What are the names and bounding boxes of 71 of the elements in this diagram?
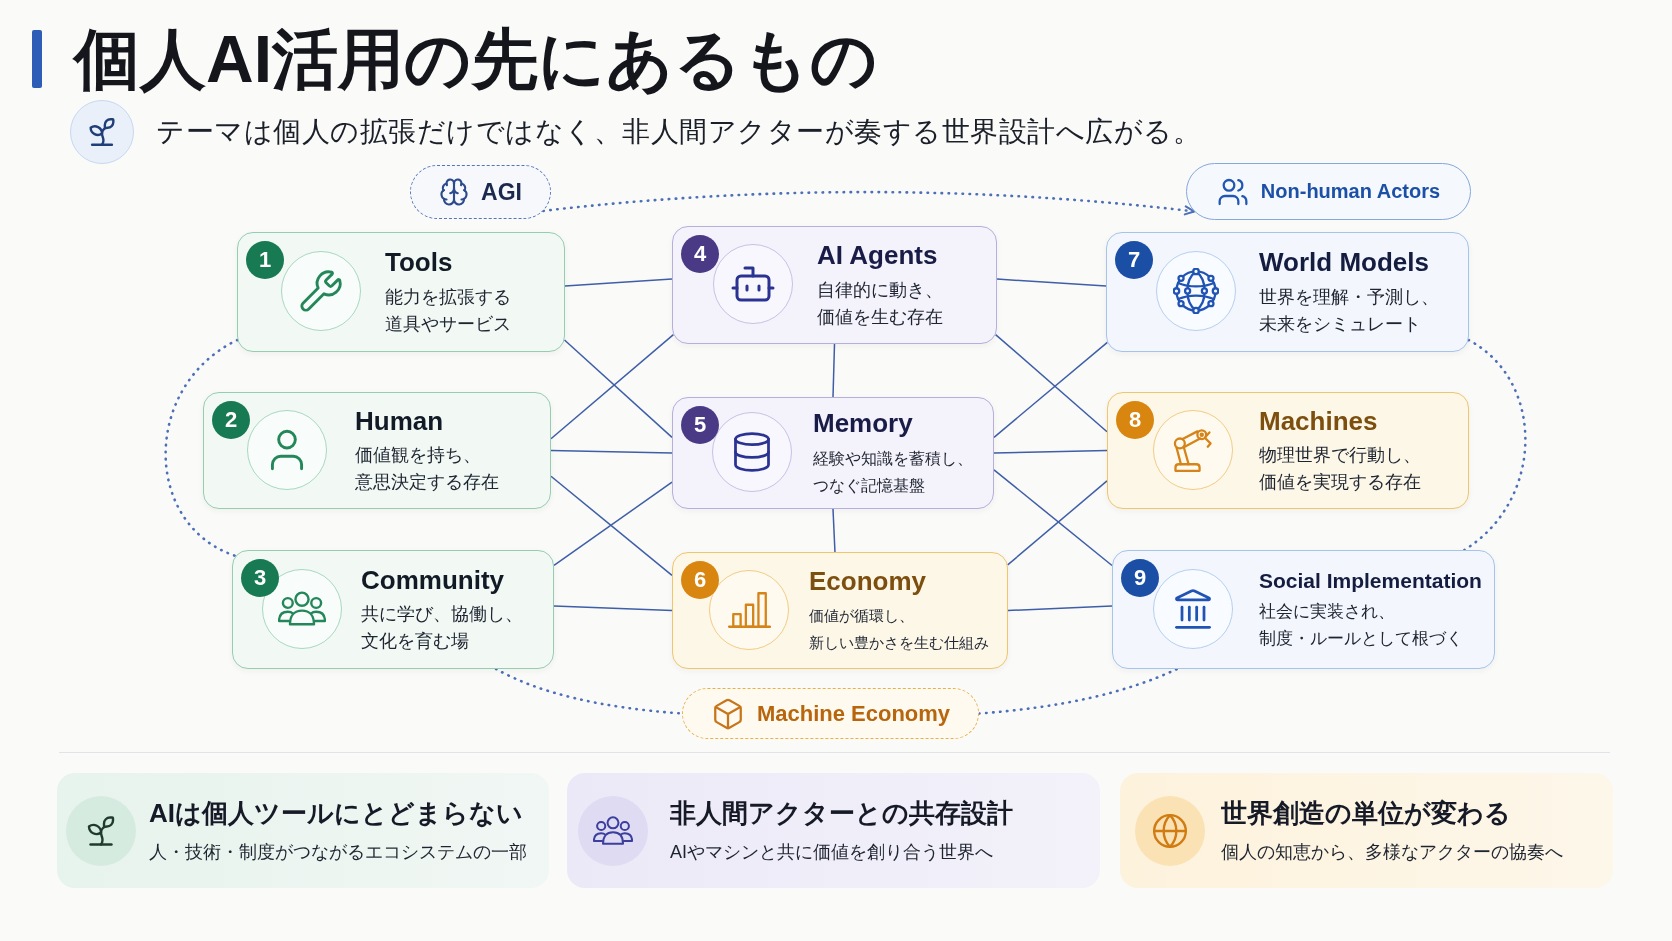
concept-tag [1186,163,1471,220]
connector-line [563,339,673,439]
card-description: 能力を拡張する道具やサービス [385,285,512,336]
card-description: AIやマシンと共に価値を創り合う世界へ [670,840,993,864]
concept-tag [682,688,979,739]
step-number: 1 [246,241,284,279]
subtitle: テーマは個人の拡張だけではなく、非人間アクターが奏する世界設計へ広がる。 [156,115,1201,149]
card-description: 共に学び、協働し、文化を育む場 [361,603,524,654]
actor-card [1106,232,1469,352]
page-title: 個人AI活用の先にあるもの [74,21,878,98]
card-title: Social Implementation [1259,567,1482,594]
step-number: 5 [681,406,719,444]
card-title: AIは個人ツールにとどまらない [149,797,523,830]
actor-card [203,392,551,509]
step-number: 3 [241,559,279,597]
connector-line [550,475,673,577]
tag-label: AGI [481,178,522,206]
connector-line [993,469,1113,567]
card-title: 非人間アクターとの共存設計 [670,797,1013,830]
connector-line [1007,605,1113,612]
card-description: 価値観を持ち、意思決定する存在 [355,444,500,495]
card-title: Tools [385,246,453,280]
card-description: 経験や知識を蓄積し、つなぐ記憶基盤 [813,448,974,496]
step-number: 8 [1116,401,1154,439]
card-title: Economy [809,564,927,598]
step-number: 4 [681,235,719,273]
step-number: 9 [1121,559,1159,597]
connector-line [553,481,673,567]
card-description: 世界を理解・予測し、未来をシミュレート [1259,285,1440,336]
step-number: 2 [212,401,250,439]
card-title: Human [355,404,444,438]
connector-line [832,508,836,553]
connector-line [553,605,673,612]
card-title: Community [361,563,504,597]
actor-card [237,232,565,352]
connector-line [996,278,1107,287]
connector-line [550,333,675,440]
dotted-line [977,667,1179,715]
connector-line [832,343,836,398]
actor-card [232,550,554,669]
card-description: 個人の知恵から、多様なアクターの協奏へ [1221,840,1563,864]
summary-card [57,773,549,888]
dotted-line [1463,338,1527,552]
card-description: 物理世界で行動し、価値を実現する存在 [1259,444,1422,495]
connector-line [993,449,1108,454]
tag-label: Non-human Actors [1260,180,1441,203]
tag-label: Machine Economy [756,700,951,727]
dotted-arrow [542,190,1196,216]
card-title: AI Agents [817,239,938,273]
summary-card [567,773,1100,888]
actor-card [672,552,1008,669]
actor-card [672,226,997,344]
actor-card [1112,550,1495,669]
actor-card [1107,392,1469,509]
card-description: 社会に実装され、制度・ルールとして根づく [1259,601,1464,651]
card-description: 人・技術・制度がつながるエコシステムの一部 [149,840,527,864]
actor-card [672,397,994,509]
connector-line [564,278,673,287]
card-description: 価値が循環し、新しい豊かさを生む仕組み [809,606,990,654]
concept-tag [410,165,551,219]
connector-line [1006,480,1108,566]
card-description: 自律的に動き、価値を生む存在 [817,278,944,329]
card-title: 世界創造の単位が変わる [1221,797,1511,830]
summary-card [1120,773,1613,888]
step-number: 6 [681,561,719,599]
card-title: World Models [1259,246,1429,280]
card-title: Machines [1259,404,1378,438]
dotted-line [164,338,239,558]
step-number: 7 [1115,241,1153,279]
card-title: Memory [813,407,913,441]
connector-line [550,449,673,454]
